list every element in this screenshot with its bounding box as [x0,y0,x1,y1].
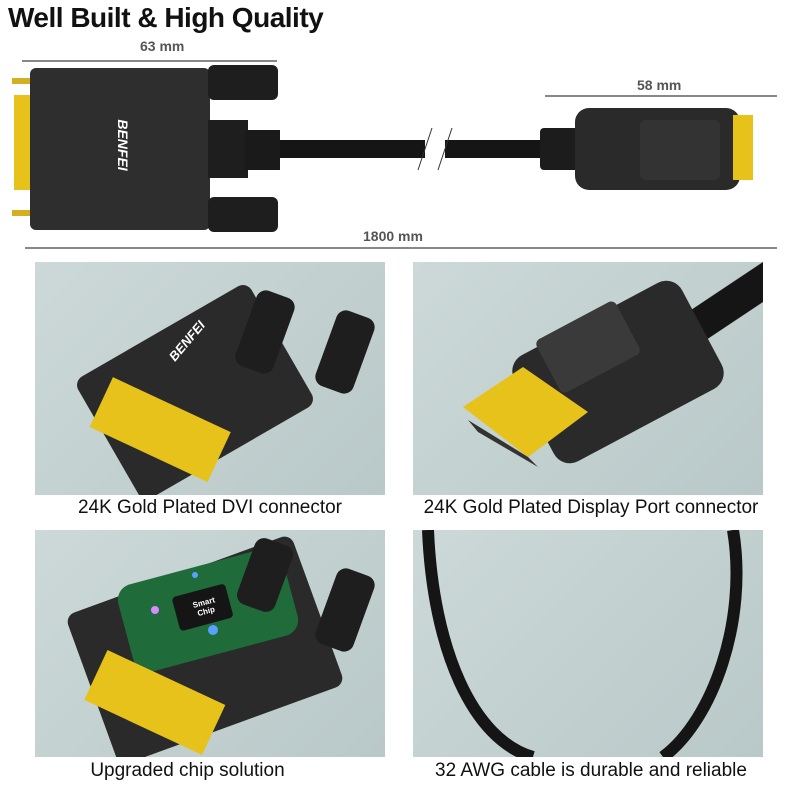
thumbscrew-top [208,65,278,100]
chip-panel: Smart Chip [35,530,385,757]
caption-dp: 24K Gold Plated Display Port connector [423,497,759,518]
dvi-gold-plug [14,95,32,190]
cable-panel [413,530,763,757]
dp-length-label: 58 mm [637,77,682,93]
cable [280,140,425,158]
smart-chip [172,584,233,631]
dvi-dimension-line [22,60,277,62]
dp-strain-relief [540,128,580,170]
cable-dimension-line [25,247,777,249]
dvi-connector-photo: BENFEI [77,285,375,495]
cable-coil-photo [422,530,743,757]
dp-dimension-line [545,95,777,97]
chip-illustration [67,536,375,757]
cable-overview-illustration: BENFEI [12,65,753,232]
cable-length-label: 1800 mm [363,228,423,244]
dp-connector-photo [463,262,763,467]
dvi-connector-body [30,68,210,230]
brand-logo: BENFEI [115,119,131,171]
thumbscrew-bottom [208,197,278,232]
page-title: Well Built & High Quality [8,2,324,33]
dp-gold-plug [733,115,753,180]
caption-chip: Upgraded chip solution [90,760,285,781]
dvi-connector-panel: BENFEI [35,262,385,495]
dvi-length-label: 63 mm [140,38,185,54]
dp-connector-panel [413,262,763,495]
caption-dvi: 24K Gold Plated DVI connector [77,497,343,518]
caption-cable: 32 AWG cable is durable and reliable [435,760,747,781]
